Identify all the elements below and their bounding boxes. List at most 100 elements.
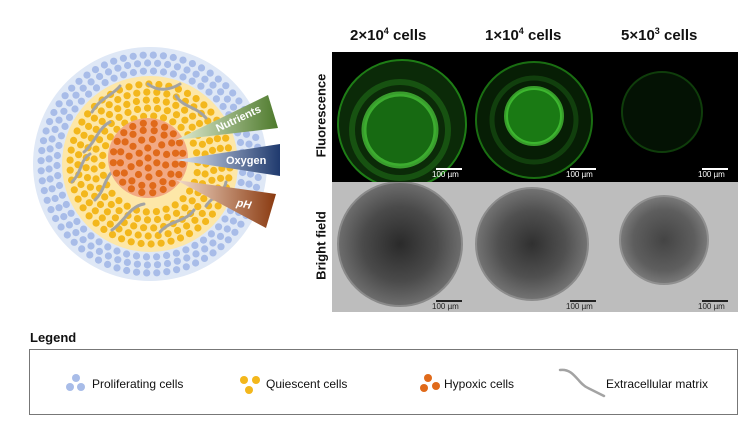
quiescent-cell (90, 155, 98, 163)
scale-bar-fl-1: 100 µm (432, 168, 462, 179)
proliferating-cell (40, 187, 48, 195)
proliferating-cell (54, 172, 62, 180)
proliferating-cell (55, 100, 63, 108)
proliferating-cell (144, 59, 152, 67)
proliferating-cell (45, 165, 53, 173)
hypoxic-cell (121, 138, 129, 146)
fluorescence-image-2e4: 100 µm (332, 52, 468, 182)
proliferating-cell (46, 118, 54, 126)
proliferating-cell (87, 232, 95, 240)
proliferating-cell (173, 63, 181, 71)
legend-box: Proliferating cells Quiescent cells Hypo… (29, 349, 738, 415)
quiescent-cell (123, 100, 131, 108)
proliferating-cell (72, 91, 80, 99)
proliferating-cell (221, 215, 229, 223)
quiescent-cell (135, 81, 143, 89)
quiescent-cell (98, 117, 106, 125)
proliferating-cell (95, 238, 103, 246)
proliferating-cell (159, 52, 167, 60)
fluorescence-spheroid-5e3 (621, 71, 703, 153)
scale-bar-fl-2: 100 µm (566, 168, 596, 179)
quiescent-cell (85, 199, 93, 207)
brightfield-image-2e4: 100 µm (332, 182, 468, 312)
proliferating-cell (219, 102, 227, 111)
hypoxic-cell (127, 163, 135, 171)
hypoxic-cell (159, 178, 167, 186)
quiescent-cell (85, 212, 93, 220)
quiescent-cell (84, 110, 92, 118)
proliferating-cell (153, 269, 161, 277)
proliferating-cell (92, 84, 101, 92)
quiescent-cell (154, 231, 162, 240)
fiber-icon (558, 368, 606, 398)
proliferating-cell (179, 73, 187, 81)
quiescent-cell (142, 208, 150, 216)
quiescent-cell (143, 216, 152, 224)
quiescent-cell (214, 202, 222, 210)
proliferating-cell (124, 61, 132, 70)
quiescent-cell (157, 239, 165, 247)
proliferating-cell (123, 258, 131, 266)
proliferating-cell (153, 261, 162, 269)
proliferating-cell (149, 51, 157, 59)
hypoxic-cell (134, 170, 143, 179)
proliferating-cell (143, 269, 151, 277)
proliferating-cell (57, 223, 65, 231)
proliferating-cell (209, 239, 217, 247)
proliferating-cell (163, 268, 171, 276)
quiescent-cell (140, 224, 148, 232)
proliferating-cell (133, 260, 141, 268)
legend-item-proliferating: Proliferating cells (66, 374, 266, 394)
quiescent-cell (130, 222, 138, 230)
quiescent-cell (100, 225, 108, 233)
proliferating-cell (173, 266, 181, 274)
quiescent-cell (172, 209, 181, 217)
hypoxic-cell (179, 149, 187, 157)
proliferating-cell (183, 66, 191, 74)
scale-bar-fl-3: 100 µm (698, 168, 728, 179)
proliferating-cell (164, 60, 172, 69)
hypoxic-cell (167, 170, 175, 178)
quiescent-cell (164, 230, 172, 238)
hypoxic-cell (120, 129, 128, 137)
proliferating-cell (191, 241, 199, 249)
proliferating-cell (182, 263, 190, 271)
proliferating-cell (192, 259, 200, 267)
hypoxic-cell (109, 159, 117, 167)
quiescent-cell (92, 175, 100, 183)
quiescent-cell (193, 169, 201, 177)
proliferating-cell (179, 56, 187, 64)
proliferating-cell (43, 196, 51, 204)
quiescent-cell (108, 231, 117, 239)
quiescent-cell (207, 108, 215, 116)
scale-bar-bf-3: 100 µm (698, 300, 728, 311)
yellow-cells-icon (240, 374, 262, 394)
proliferating-cell (237, 178, 245, 187)
hypoxic-cell (148, 135, 156, 144)
quiescent-cell (177, 123, 185, 131)
proliferating-cell (70, 238, 78, 246)
proliferating-cell (65, 221, 73, 229)
quiescent-cell (75, 151, 83, 159)
proliferating-cell (197, 82, 205, 90)
proliferating-cell (37, 157, 45, 165)
proliferating-cell (207, 230, 215, 238)
quiescent-cell (66, 166, 74, 174)
quiescent-cell (194, 224, 202, 232)
proliferating-cell (223, 225, 231, 233)
proliferating-cell (104, 252, 112, 260)
quiescent-cell (127, 238, 135, 246)
hypoxic-cell (149, 189, 157, 197)
hypoxic-cell (127, 185, 135, 193)
quiescent-cell (105, 110, 114, 119)
hypoxic-cell (168, 139, 176, 147)
proliferating-cell (252, 133, 260, 141)
quiescent-cell (162, 205, 170, 213)
quiescent-cell (186, 187, 194, 195)
quiescent-cell (222, 134, 230, 142)
proliferating-cell (245, 140, 253, 148)
proliferating-cell (206, 69, 214, 77)
proliferating-cell (101, 79, 109, 87)
proliferating-cell (215, 223, 223, 231)
proliferating-cell (62, 200, 70, 209)
